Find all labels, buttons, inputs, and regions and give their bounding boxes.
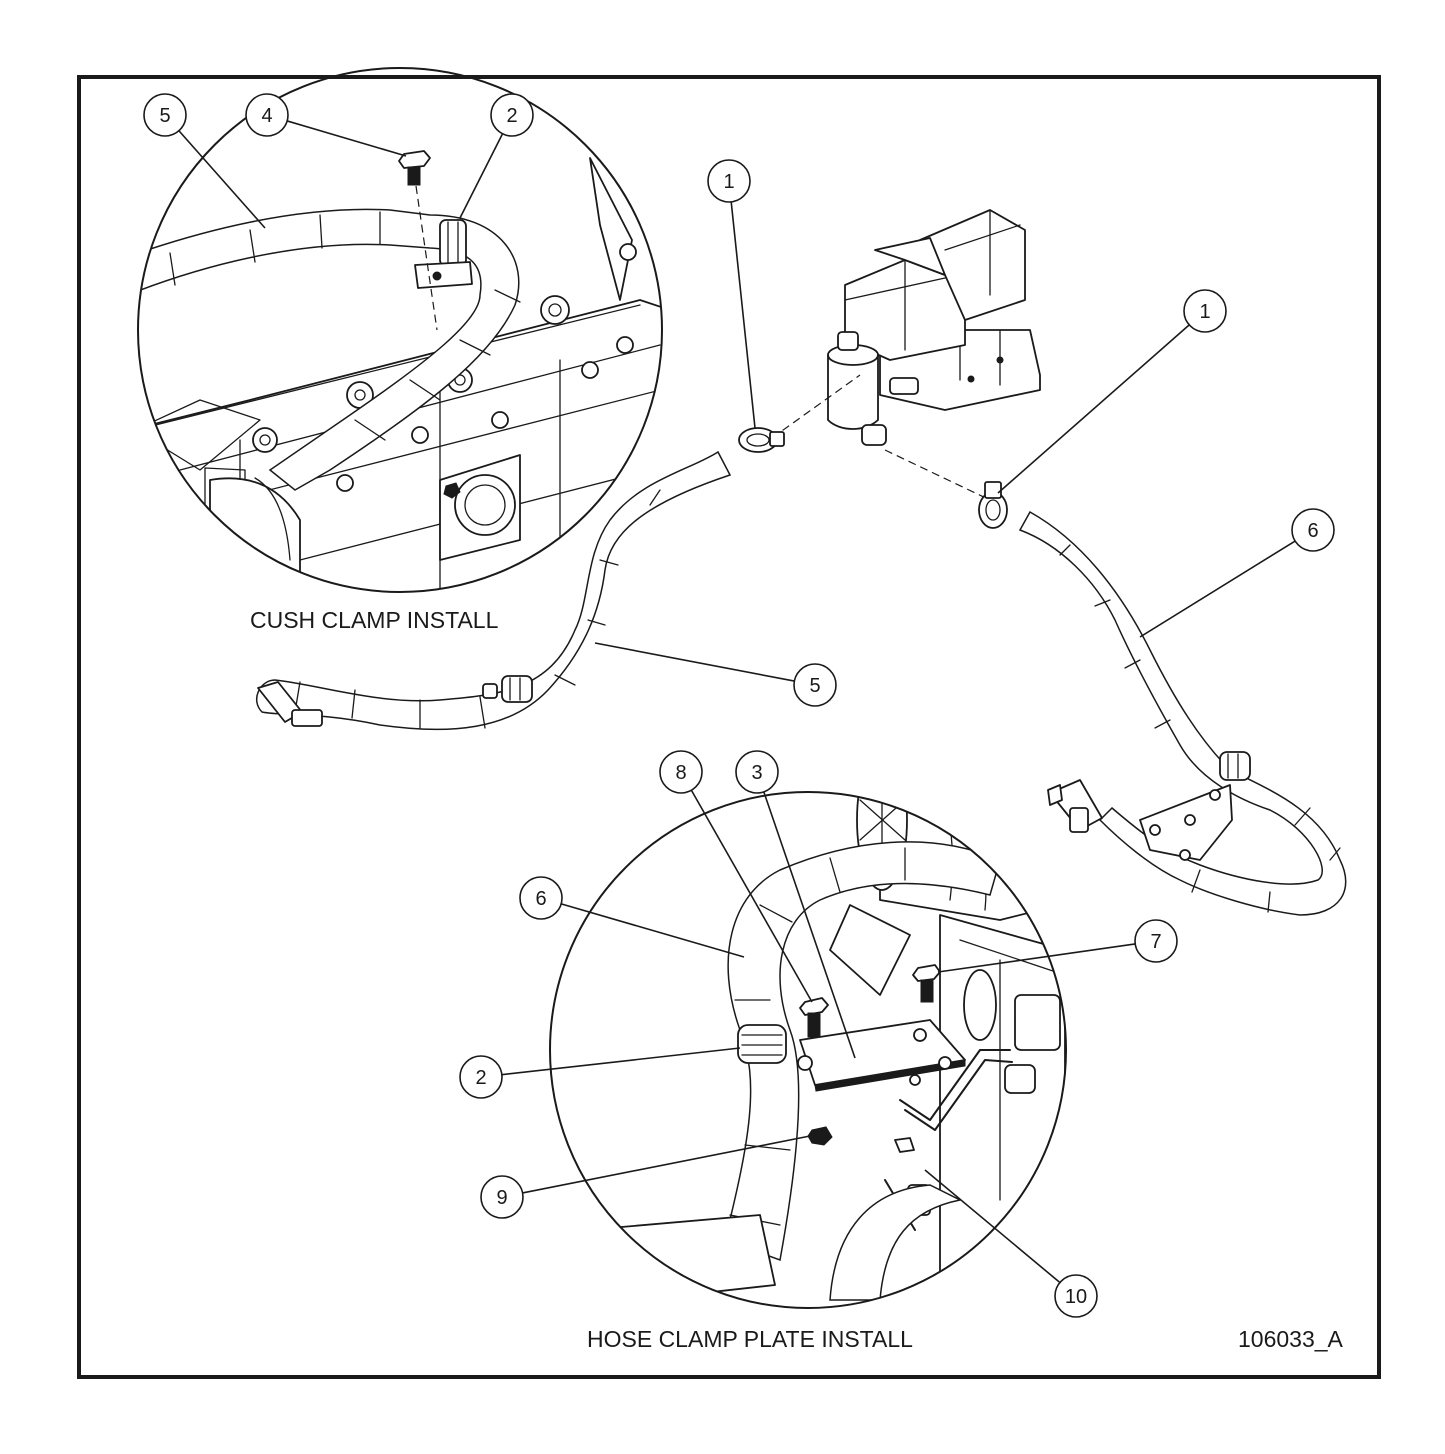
callout-circle-2-bottom — [459, 1055, 503, 1099]
callout-circle-7 — [1134, 919, 1178, 963]
callout-circle-2-top — [490, 93, 534, 137]
callout-label-9: 9 — [496, 1187, 507, 1209]
callout-label-5-mid: 5 — [809, 675, 820, 697]
callout-leader-2-top — [459, 133, 504, 219]
callout-leader-8 — [690, 789, 813, 1003]
callout-label-1-right: 1 — [1199, 301, 1210, 323]
callout-label-3: 3 — [751, 762, 762, 784]
drawing-number: 106033_A — [1238, 1326, 1344, 1352]
callout-label-7: 7 — [1150, 931, 1161, 953]
callout-circle-9 — [480, 1175, 524, 1219]
callout-circle-8 — [659, 750, 703, 794]
callout-leader-1-left — [730, 201, 756, 429]
callout-leader-5-top — [178, 130, 266, 229]
callout-circle-6-bottom — [519, 876, 563, 920]
cush-clamp-detail-circle — [137, 67, 663, 593]
callout-circle-6-right — [1291, 508, 1335, 552]
callout-label-8: 8 — [675, 762, 686, 784]
callout-circle-1-left — [707, 159, 751, 203]
hose-clamp-plate-detail — [549, 791, 1067, 1309]
hose-clamp-plate-detail-circle — [549, 791, 1067, 1309]
callout-leader-5-mid — [594, 642, 795, 682]
callout-circle-4 — [245, 93, 289, 137]
callout-leader-6-right — [1139, 540, 1296, 638]
callout-leader-6-bottom — [560, 903, 745, 958]
callout-leader-4 — [286, 120, 407, 157]
callout-label-2-top: 2 — [506, 105, 517, 127]
callout-label-10: 10 — [1065, 1286, 1087, 1308]
callout-circle-5-top — [143, 93, 187, 137]
hose-part-5 — [256, 450, 732, 731]
callout-circle-5-mid — [793, 663, 837, 707]
drawing-frame — [77, 75, 1381, 1379]
callout-leader-10 — [924, 1169, 1061, 1284]
hose-clamp-part-1-left — [738, 427, 785, 453]
caption-hose-clamp-plate-install: HOSE CLAMP PLATE INSTALL — [587, 1326, 913, 1352]
callout-leader-7 — [937, 943, 1136, 973]
callout-circle-1-right — [1183, 289, 1227, 333]
callout-label-1-left: 1 — [723, 171, 734, 193]
callout-leader-1-right — [997, 324, 1190, 494]
callout-leader-9 — [522, 1135, 811, 1194]
callout-label-5-top: 5 — [159, 105, 170, 127]
callout-leader-2-bottom — [501, 1047, 741, 1076]
coolant-heater-unit — [771, 209, 1041, 501]
hose-part-6 — [1018, 510, 1347, 916]
callouts: 5 4 2 1 1 6 5 8 3 6 7 2 9 10 — [143, 93, 1335, 1318]
callout-label-2-bottom: 2 — [475, 1067, 486, 1089]
callout-leader-3 — [763, 791, 856, 1059]
callout-label-4: 4 — [261, 105, 272, 127]
callout-label-6-right: 6 — [1307, 520, 1318, 542]
caption-cush-clamp-install: CUSH CLAMP INSTALL — [250, 607, 499, 633]
callout-label-6-bottom: 6 — [535, 888, 546, 910]
callout-circle-3 — [735, 750, 779, 794]
bolt-part-4 — [398, 150, 438, 331]
callout-circle-10 — [1054, 1274, 1098, 1318]
